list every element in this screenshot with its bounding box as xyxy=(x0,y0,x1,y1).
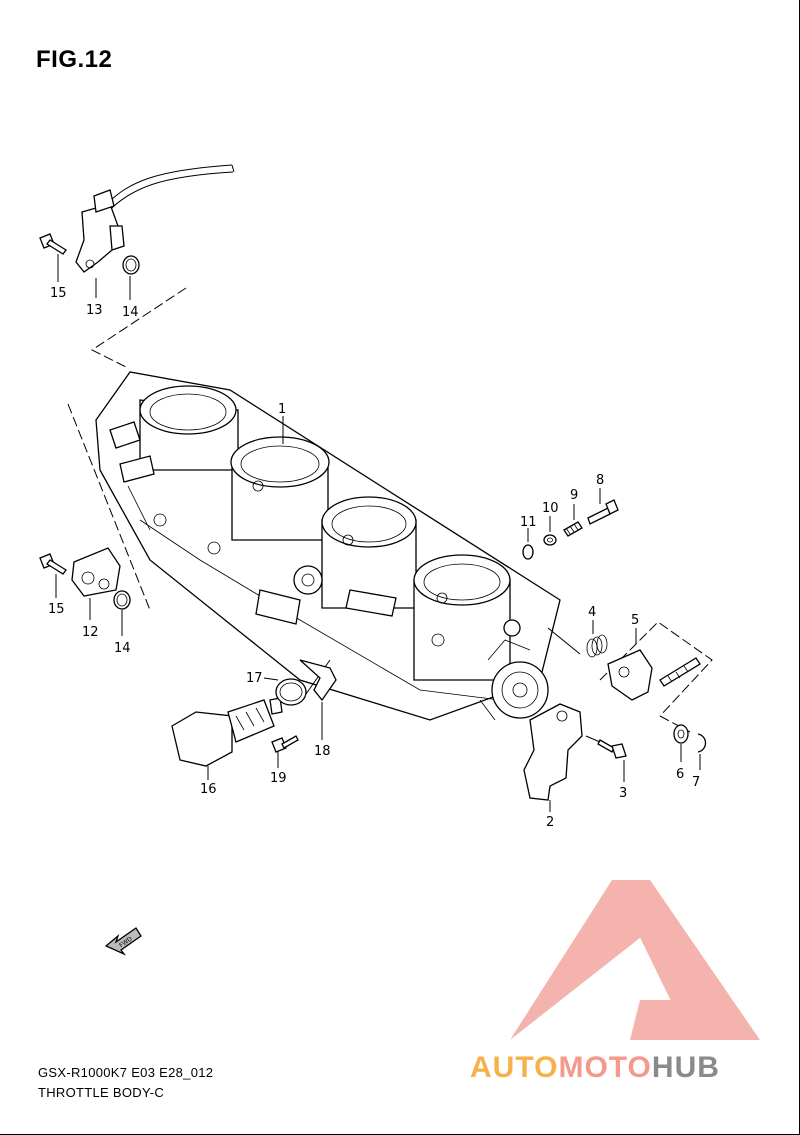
part-9-spring-screw xyxy=(563,521,583,537)
sensor-harness xyxy=(99,164,235,217)
callout-1: 1 xyxy=(278,402,286,417)
callout-12: 12 xyxy=(82,625,99,640)
part-14-oring-lower xyxy=(113,590,131,610)
callout-9: 9 xyxy=(570,488,578,503)
callout-6: 6 xyxy=(676,767,684,782)
callout-2: 2 xyxy=(546,815,554,830)
part-13-sensor xyxy=(75,189,125,273)
part-15-bolt-top xyxy=(39,233,67,255)
part-12-sensor xyxy=(71,547,121,597)
callout-14-lower: 14 xyxy=(114,641,131,656)
figure-title: FIG.12 xyxy=(36,46,113,73)
callout-18: 18 xyxy=(314,744,331,759)
part-3-screw xyxy=(597,739,627,759)
part-16-valve xyxy=(171,697,283,767)
callout-13: 13 xyxy=(86,303,103,318)
callout-3: 3 xyxy=(619,786,627,801)
callout-4: 4 xyxy=(588,605,596,620)
callout-7: 7 xyxy=(692,775,700,790)
watermark-text: AUTOMOTOHUB xyxy=(470,1051,720,1085)
part-1-throttle-body xyxy=(95,371,561,721)
callout-15-lower: 15 xyxy=(48,602,65,617)
part-11-oring xyxy=(522,544,534,560)
callout-16: 16 xyxy=(200,782,217,797)
callout-10: 10 xyxy=(542,501,559,516)
part-8-bolt xyxy=(587,499,619,525)
callout-5: 5 xyxy=(631,613,639,628)
part-4-spring xyxy=(586,634,608,658)
watermark-auto: AUTO xyxy=(470,1051,559,1084)
part-5-lever xyxy=(607,649,701,701)
part-14-oring-top xyxy=(122,255,140,275)
assembly-line-spring xyxy=(547,627,581,655)
part-6-washer xyxy=(673,724,689,744)
figure-name: THROTTLE BODY-C xyxy=(38,1085,165,1100)
watermark-hub: HUB xyxy=(651,1051,720,1084)
fwd-arrow-icon: FWD xyxy=(104,927,142,956)
watermark-logo xyxy=(510,880,760,1040)
model-code: GSX-R1000K7 E03 E28_012 xyxy=(38,1065,214,1080)
watermark-moto: MOTO xyxy=(558,1051,652,1084)
callout-15-top: 15 xyxy=(50,286,67,301)
part-2-bracket xyxy=(523,703,583,801)
part-7-clip xyxy=(697,733,707,753)
callout-8: 8 xyxy=(596,473,604,488)
part-10-washer xyxy=(543,534,557,546)
part-19-screw xyxy=(271,735,299,753)
assembly-line-upper xyxy=(91,287,187,369)
callout-14-top: 14 xyxy=(122,305,139,320)
callout-19: 19 xyxy=(270,771,287,786)
callout-17: 17 xyxy=(246,671,263,686)
part-15-bolt-lower xyxy=(39,553,67,575)
callout-11: 11 xyxy=(520,515,537,530)
leader-17 xyxy=(263,677,279,681)
part-18-bracket xyxy=(299,659,337,702)
assembly-line-left xyxy=(67,403,151,611)
assembly-line-screw-3 xyxy=(585,735,601,743)
